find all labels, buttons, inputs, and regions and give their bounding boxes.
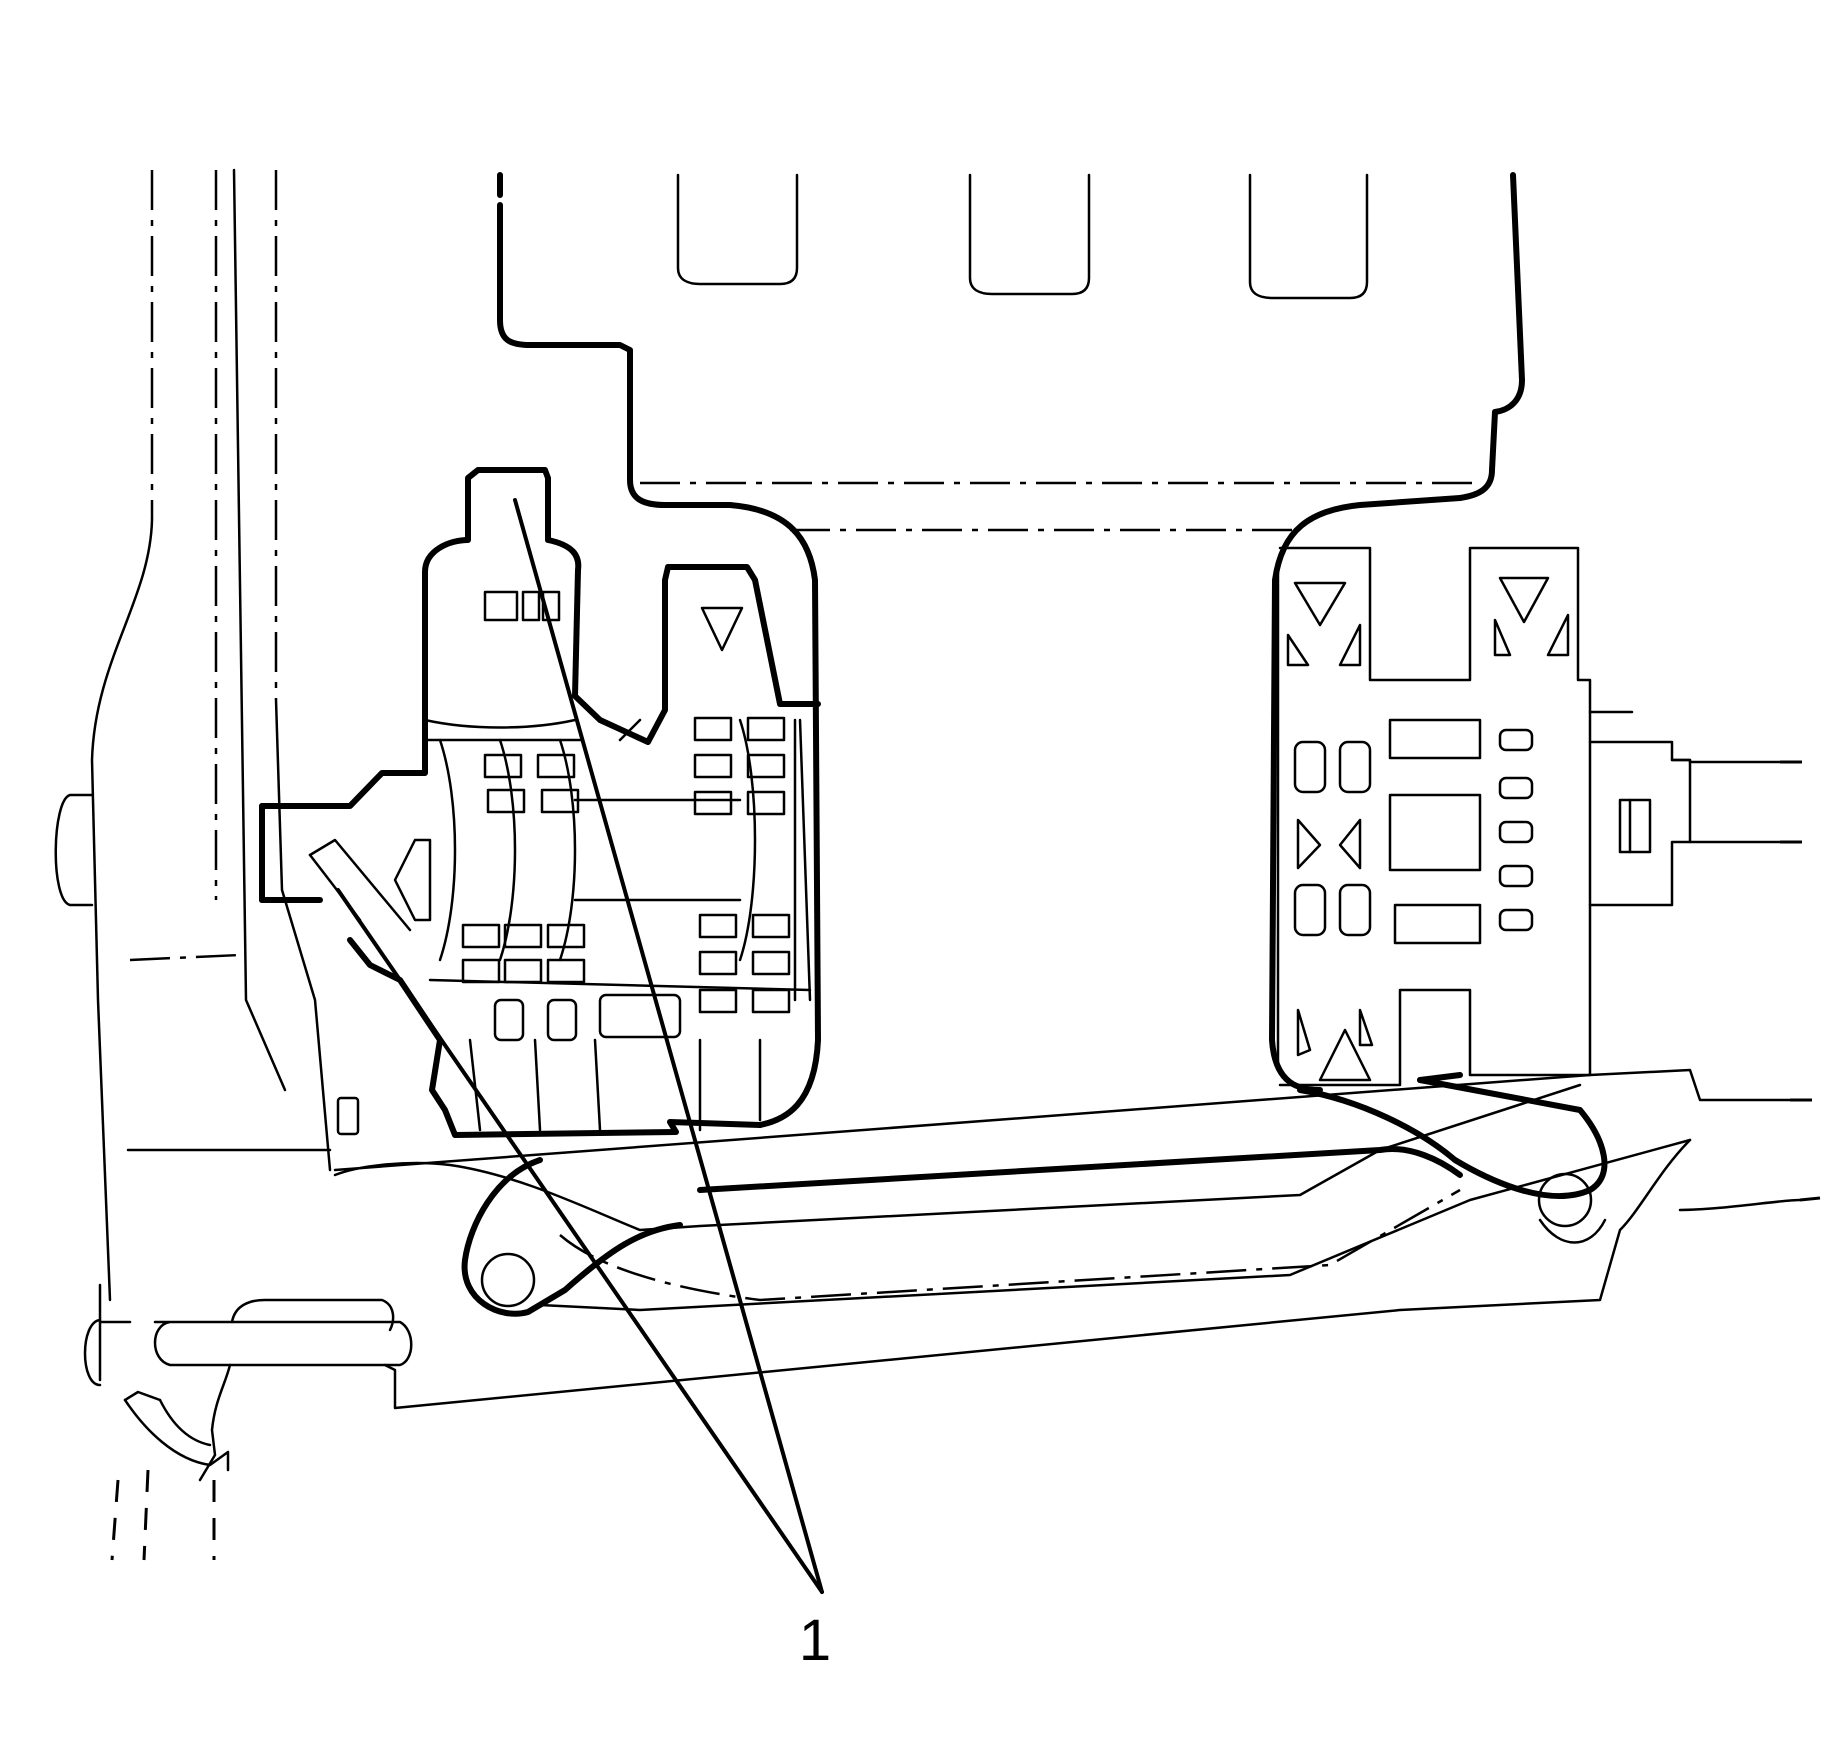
callout-1: 1 [336, 498, 831, 1673]
lower-cross-member [333, 1068, 1821, 1410]
callout-1-leader-b [336, 888, 824, 1594]
callout-1-leader-a [513, 498, 824, 1594]
connector-module [259, 467, 821, 1138]
right-module [1276, 546, 1810, 1087]
callout-1-label: 1 [799, 1608, 831, 1673]
left-pillar [54, 168, 413, 1561]
upper-panel [497, 172, 1525, 1128]
pin-cavities [336, 716, 791, 1136]
